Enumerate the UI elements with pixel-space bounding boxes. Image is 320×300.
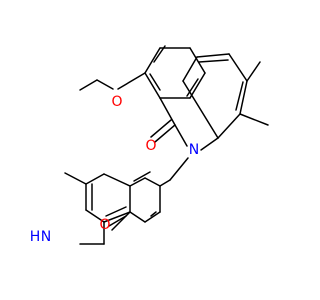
- bond-line: [235, 81, 244, 111]
- bond-line: [150, 119, 172, 138]
- bond-line: [96, 79, 114, 90]
- bond-line: [64, 172, 87, 185]
- carbonyl-oxygen-label: O: [145, 138, 156, 154]
- bond-line: [159, 179, 171, 187]
- bond-line: [111, 211, 131, 231]
- amide-nitrogen-label: N: [189, 142, 199, 158]
- bond-line: [200, 137, 219, 151]
- bond-line: [144, 47, 161, 74]
- bond-line: [133, 171, 151, 182]
- bond-line: [228, 53, 248, 82]
- bond-line: [182, 56, 198, 82]
- bond-line: [129, 177, 146, 187]
- bond-line: [129, 211, 146, 223]
- bond-line: [189, 47, 206, 74]
- bond-line: [108, 215, 127, 227]
- bond-line: [144, 72, 161, 99]
- bond-line: [144, 177, 161, 187]
- bond-line: [79, 79, 98, 91]
- atom-label-layer: O O N O H N: [30, 94, 200, 245]
- bond-line: [239, 113, 269, 126]
- bond-line: [217, 113, 241, 139]
- bond-line: [85, 209, 105, 223]
- bond-line: [182, 80, 219, 139]
- bond-line: [149, 73, 161, 91]
- bond-line: [85, 173, 105, 185]
- bond-layer: [64, 45, 269, 245]
- bond-line: [103, 173, 131, 187]
- bond-line: [159, 97, 176, 126]
- methoxy-oxygen-label: O: [111, 94, 122, 110]
- lactam-oxygen-label: O: [99, 217, 110, 233]
- ring-nh-hydrogen-label: H: [30, 229, 41, 245]
- bond-line: [117, 72, 146, 90]
- ring-nh-nitrogen-label: N: [41, 229, 51, 245]
- bond-line: [144, 211, 161, 223]
- molecule-structure: O O N O H N: [30, 45, 269, 245]
- bond-line: [105, 206, 127, 217]
- bond-line: [239, 80, 248, 115]
- bond-line: [169, 157, 189, 181]
- bond-line: [153, 45, 166, 63]
- bond-line: [189, 72, 206, 99]
- bond-line: [196, 53, 230, 58]
- bond-line: [150, 211, 157, 217]
- bond-line: [186, 78, 199, 97]
- bond-line: [174, 124, 188, 147]
- bond-line: [246, 61, 261, 82]
- bond-line: [103, 211, 131, 223]
- bond-line: [198, 59, 229, 63]
- bond-line: [154, 124, 176, 143]
